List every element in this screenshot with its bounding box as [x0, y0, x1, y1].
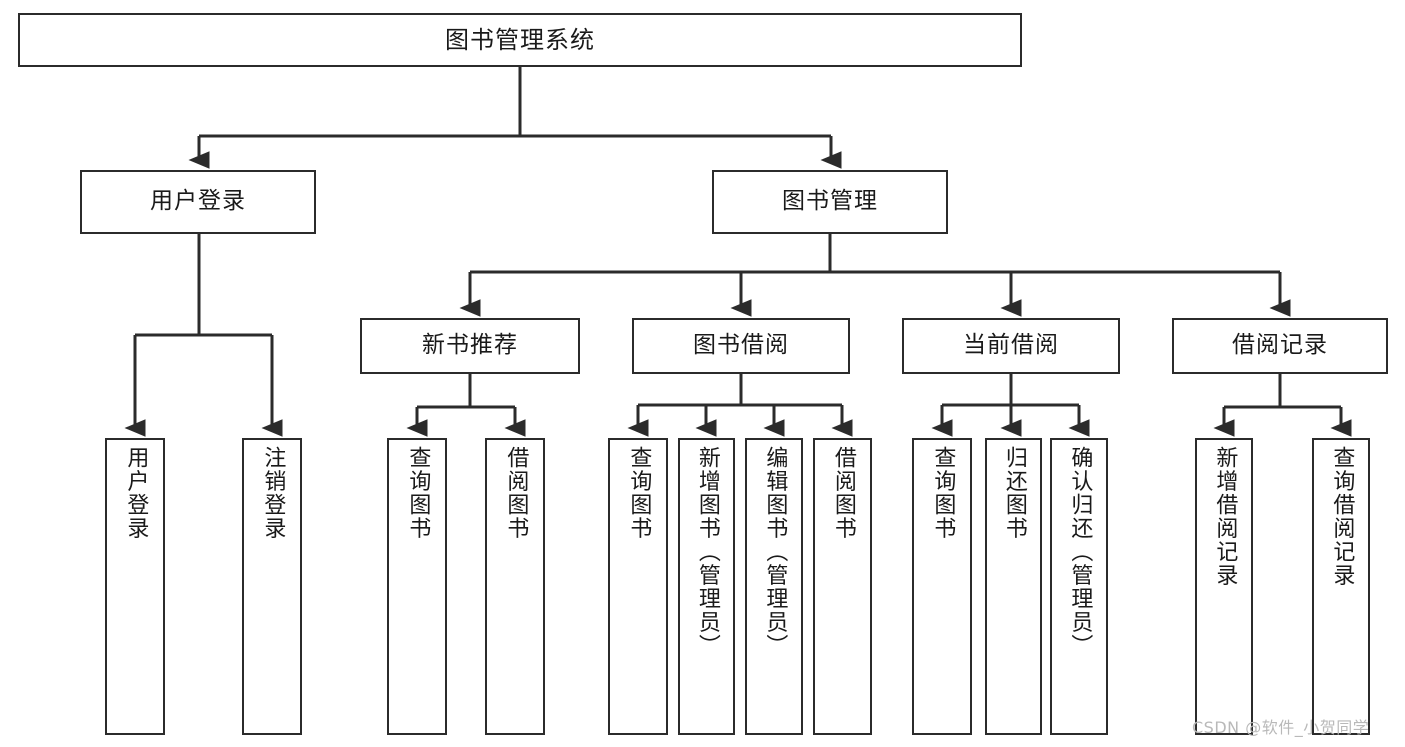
leaf-label: 归还图书	[1001, 446, 1027, 540]
leaf-label: 编辑图书（管理员）	[762, 446, 788, 658]
leaf-recommend-query-book[interactable]: 查询图书	[387, 438, 447, 735]
node-current-borrow[interactable]: 当前借阅	[902, 318, 1120, 374]
leaf-current-return-book[interactable]: 归还图书	[985, 438, 1042, 735]
leaf-label: 查询图书	[930, 446, 956, 540]
node-book-management[interactable]: 图书管理	[712, 170, 948, 234]
leaf-label: 新增借阅记录	[1212, 446, 1238, 587]
csdn-watermark: CSDN @软件_小贺同学	[1192, 718, 1370, 737]
leaf-recommend-borrow-book[interactable]: 借阅图书	[485, 438, 545, 735]
leaf-borrow-borrow-book[interactable]: 借阅图书	[813, 438, 872, 735]
leaf-records-query-record[interactable]: 查询借阅记录	[1312, 438, 1370, 735]
leaf-label: 借阅图书	[830, 446, 856, 540]
leaf-label: 确认归还（管理员）	[1067, 446, 1093, 658]
leaf-borrow-add-book-admin[interactable]: 新增图书（管理员）	[678, 438, 735, 735]
node-user-login[interactable]: 用户登录	[80, 170, 316, 234]
node-root-system[interactable]: 图书管理系统	[18, 13, 1022, 67]
leaf-label: 借阅图书	[503, 446, 529, 540]
node-new-book-recommend[interactable]: 新书推荐	[360, 318, 580, 374]
node-book-borrow[interactable]: 图书借阅	[632, 318, 850, 374]
leaf-borrow-query-book[interactable]: 查询图书	[608, 438, 668, 735]
leaf-label: 查询借阅记录	[1329, 446, 1355, 587]
leaf-label: 注销登录	[260, 446, 286, 540]
leaf-current-query-book[interactable]: 查询图书	[912, 438, 972, 735]
leaf-records-add-record[interactable]: 新增借阅记录	[1195, 438, 1253, 735]
leaf-current-confirm-return-admin[interactable]: 确认归还（管理员）	[1050, 438, 1108, 735]
leaf-label: 新增图书（管理员）	[694, 446, 720, 658]
leaf-user-login-logout[interactable]: 注销登录	[242, 438, 302, 735]
leaf-user-login-login[interactable]: 用户登录	[105, 438, 165, 735]
node-borrow-records[interactable]: 借阅记录	[1172, 318, 1388, 374]
leaf-label: 查询图书	[626, 446, 652, 540]
leaf-borrow-edit-book-admin[interactable]: 编辑图书（管理员）	[745, 438, 803, 735]
leaf-label: 查询图书	[405, 446, 431, 540]
leaf-label: 用户登录	[123, 446, 149, 540]
